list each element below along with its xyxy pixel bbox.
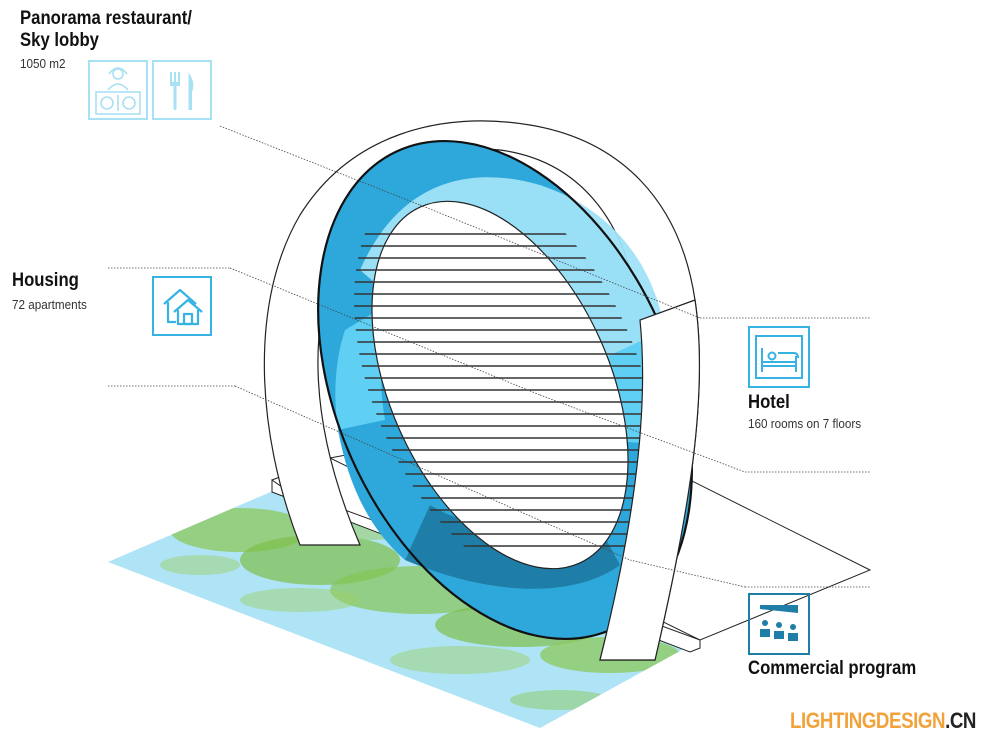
- fork-knife-icon: [152, 60, 212, 120]
- bed-icon: [748, 326, 810, 388]
- commercial-title: Commercial program: [748, 658, 917, 679]
- hotel-title: Hotel: [748, 392, 790, 413]
- hotel-rooms: 160 rooms on 7 floors: [748, 416, 862, 431]
- watermark-suffix: .CN: [945, 708, 977, 733]
- watermark: LIGHTINGDESIGN.CN: [790, 708, 976, 734]
- housing-count: 72 apartments: [12, 297, 87, 312]
- ring-structure: [300, 139, 717, 641]
- watermark-main: LIGHTINGDESIGN: [790, 708, 946, 733]
- panorama-title-line2: Sky lobby: [20, 30, 99, 51]
- panorama-title: Panorama restaurant/ Sky lobby: [20, 8, 192, 52]
- houses-icon: [152, 276, 212, 336]
- leader-lines: [108, 125, 870, 588]
- panorama-title-line1: Panorama restaurant/: [20, 8, 192, 29]
- housing-title: Housing: [12, 270, 79, 291]
- dj-icon: [88, 60, 148, 120]
- arch-front-leg: [599, 299, 701, 661]
- panorama-area: 1050 m2: [20, 56, 66, 71]
- cinema-icon: [748, 593, 810, 655]
